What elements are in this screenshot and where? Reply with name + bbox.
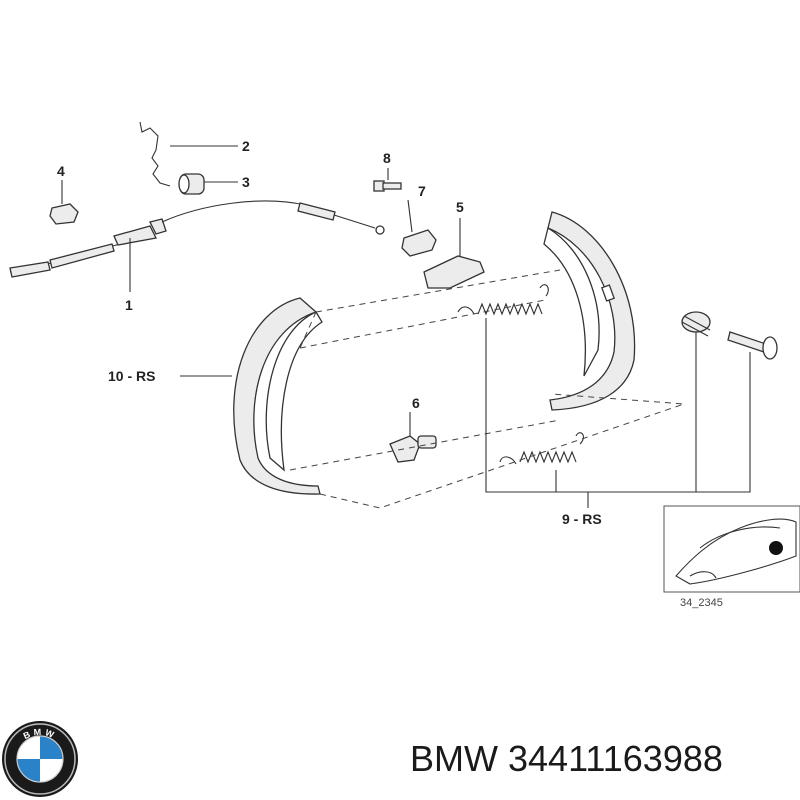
part-caption: BMW 34411163988 — [410, 738, 723, 780]
label-part-5: 5 — [456, 199, 464, 215]
part-number: 34411163988 — [508, 738, 723, 779]
inset-code: 34_2345 — [680, 597, 723, 609]
leader-lines — [61, 145, 751, 508]
part-2-clip — [139, 121, 171, 187]
label-part-8: 8 — [383, 150, 391, 166]
label-part-2: 2 — [242, 138, 250, 154]
assembly-guide-lines — [289, 269, 685, 509]
brand-name: BMW — [410, 738, 498, 779]
retaining-pin — [727, 331, 778, 360]
part-10-brake-shoe-left — [233, 297, 323, 495]
label-part-1: 1 — [125, 297, 133, 313]
spring-cup — [681, 311, 711, 337]
label-part-3: 3 — [242, 174, 250, 190]
part-9-brake-shoe-right — [543, 211, 636, 411]
logo-text: BMW — [22, 727, 55, 741]
upper-return-spring — [457, 284, 549, 316]
lower-return-spring — [499, 432, 584, 465]
bmw-logo: BMW — [2, 721, 78, 797]
part-5-lever — [423, 255, 485, 289]
svg-text:BMW: BMW — [22, 727, 58, 741]
part-8-bolt — [373, 180, 402, 192]
label-part-4: 4 — [57, 163, 65, 179]
label-part-7: 7 — [418, 183, 426, 199]
car-location-inset — [663, 505, 800, 593]
label-part-10: 10 - RS — [108, 368, 155, 384]
label-part-9: 9 - RS — [562, 511, 602, 527]
part-1-brake-cable — [9, 200, 385, 278]
rear-wheel-marker — [769, 541, 783, 555]
part-3-grommet — [178, 173, 205, 195]
part-6-adjuster — [389, 435, 437, 463]
label-part-6: 6 — [412, 395, 420, 411]
part-4-holder — [49, 203, 79, 225]
part-7-bracket — [401, 229, 437, 257]
